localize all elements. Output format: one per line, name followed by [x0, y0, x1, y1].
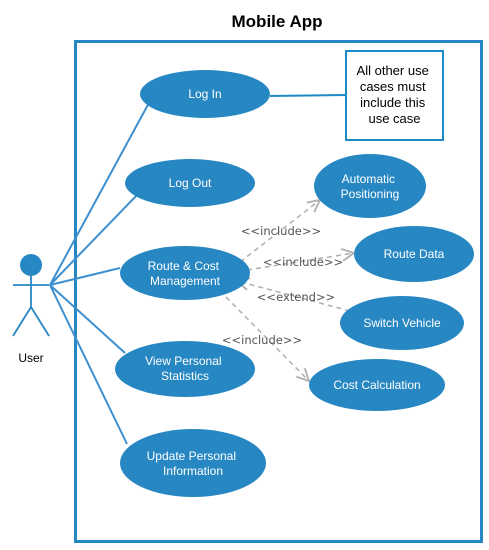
include-label-cost: <<include>> — [222, 333, 302, 347]
usecase-cost-calculation-label: Cost Calculation — [333, 378, 420, 392]
svg-text:View Personal Statistics: View Personal Statistics — [145, 354, 225, 383]
actor-label: User — [18, 351, 43, 365]
usecase-auto-positioning[interactable]: Automatic Positioning — [314, 154, 426, 218]
usecase-route-data[interactable]: Route Data — [354, 226, 474, 282]
associations — [49, 100, 151, 445]
usecase-logout[interactable]: Log Out — [125, 159, 255, 207]
include-route-arrow — [246, 253, 354, 271]
usecase-view-stats-label-line2: Statistics — [161, 369, 209, 383]
actor-right-leg — [30, 306, 50, 337]
usecase-view-stats-label-line1: View Personal — [145, 354, 222, 368]
note-connector — [269, 94, 347, 97]
usecase-route-cost[interactable]: Route & Cost Management — [120, 246, 250, 300]
include-label-route: <<include>> — [263, 255, 343, 269]
usecase-logout-label: Log Out — [169, 176, 212, 190]
usecase-route-data-label: Route Data — [384, 247, 445, 261]
svg-text:Route & Cost Management: Route & Cost Management — [148, 259, 223, 288]
extend-label-switch: <<extend>> — [257, 290, 335, 304]
diagram-title: Mobile App — [232, 12, 323, 31]
include-cost-arrow — [225, 296, 309, 381]
usecase-login-label: Log In — [188, 87, 221, 101]
usecase-cost-calculation[interactable]: Cost Calculation — [309, 359, 445, 411]
usecase-auto-positioning-label-line2: Positioning — [341, 187, 400, 201]
svg-text:All other use cases must: All other use cases must include this us… — [357, 63, 433, 126]
usecase-update-info-label-line1: Update Personal — [147, 449, 236, 463]
usecase-view-stats[interactable]: View Personal Statistics — [115, 341, 255, 397]
association-update-info — [49, 284, 128, 445]
extend-switch-arrow — [237, 281, 351, 312]
usecase-route-cost-label-line2: Management — [150, 274, 221, 288]
usecase-switch-vehicle[interactable]: Switch Vehicle — [340, 296, 464, 350]
usecase-route-cost-label-line1: Route & Cost — [148, 259, 220, 273]
usecase-update-info-label-line2: Information — [163, 464, 223, 478]
note-line-4: use case — [368, 111, 420, 126]
note-line-3: include this — [360, 95, 426, 110]
dependencies — [225, 200, 354, 381]
note-line-2: cases must — [360, 79, 426, 94]
actor-head — [20, 254, 42, 276]
usecase-switch-vehicle-label: Switch Vehicle — [363, 316, 441, 330]
usecase-update-info[interactable]: Update Personal Information — [120, 429, 266, 497]
include-label-auto: <<include>> — [241, 224, 321, 238]
association-view-stats — [49, 284, 126, 354]
actor-left-leg — [12, 306, 32, 337]
actor-user[interactable]: User — [12, 254, 50, 365]
association-logout — [49, 194, 138, 286]
association-login — [49, 100, 151, 286]
usecase-login[interactable]: Log In — [140, 70, 270, 118]
svg-text:Update Personal Informat: Update Personal Information — [147, 449, 240, 478]
svg-text:Automatic Positioning: Automatic Positioning — [341, 172, 400, 201]
note-box: All other use cases must include this us… — [345, 50, 444, 141]
usecase-auto-positioning-label-line1: Automatic — [342, 172, 395, 186]
note-line-1: All other use — [357, 63, 429, 78]
include-auto-arrow — [239, 200, 320, 263]
association-route-cost — [49, 267, 121, 286]
